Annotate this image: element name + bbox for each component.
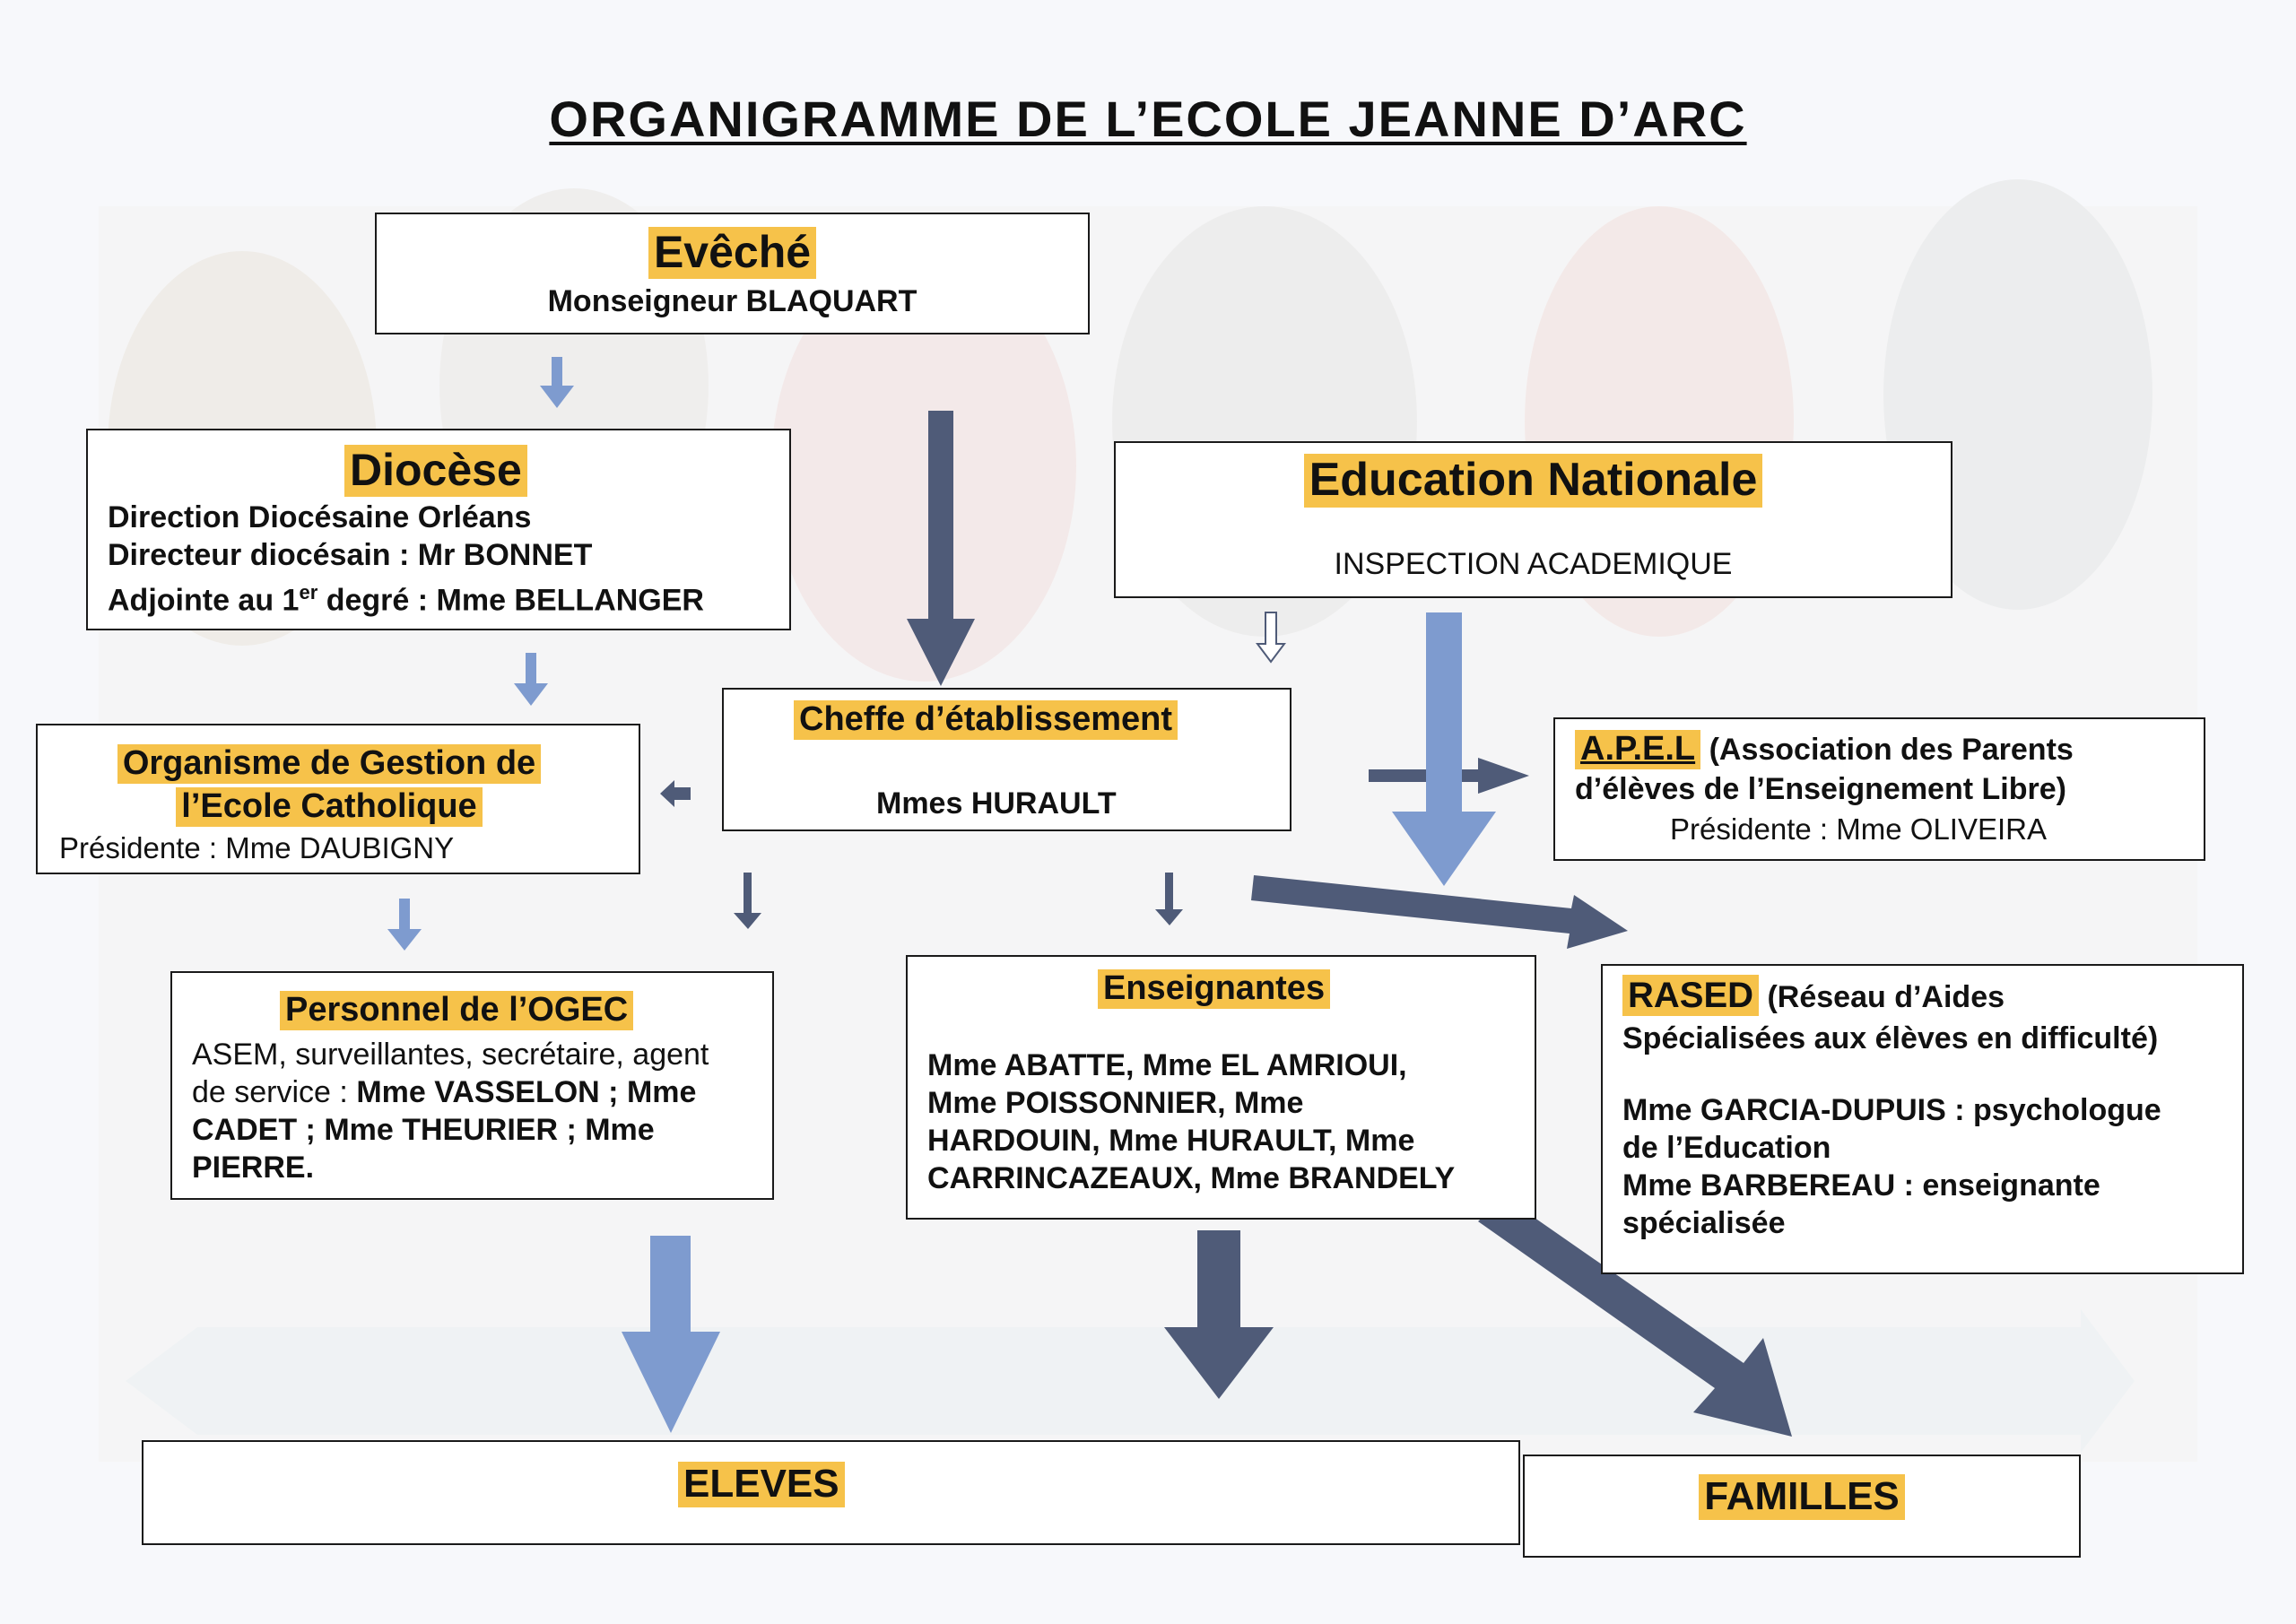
apel-heading: A.P.E.L	[1575, 730, 1701, 769]
box-eveche: Evêché Monseigneur BLAQUART	[375, 213, 1090, 334]
rased-line1: Mme GARCIA-DUPUIS : psychologue	[1622, 1093, 2161, 1127]
box-enseignantes: Enseignantes Mme ABATTE, Mme EL AMRIOUI,…	[906, 955, 1536, 1220]
arrow-education-to-enseignantes	[1155, 873, 1183, 925]
personnel-heading: Personnel de l’OGEC	[280, 991, 634, 1030]
enseignantes-line1: Mme ABATTE, Mme EL AMRIOUI,	[927, 1048, 1407, 1082]
box-familles: FAMILLES	[1523, 1455, 2081, 1558]
ogec-heading-line2: l’Ecole Catholique	[176, 787, 483, 827]
arrow-eveche-to-cheffe	[907, 411, 975, 686]
enseignantes-heading: Enseignantes	[1098, 969, 1331, 1009]
eleves-heading: ELEVES	[678, 1462, 845, 1507]
rased-desc-line1: (Réseau d’Aides	[1759, 980, 2005, 1014]
arrow-enseignantes-to-eleves	[1164, 1230, 1274, 1399]
personnel-line1: ASEM, surveillantes, secrétaire, agent	[192, 1038, 709, 1072]
personnel-line4: PIERRE.	[192, 1151, 315, 1185]
personnel-line3: CADET ; Mme THEURIER ; Mme	[192, 1113, 655, 1147]
box-ogec: Organisme de Gestion de l’Ecole Catholiq…	[36, 724, 640, 874]
apel-desc-line2: d’élèves de l’Enseignement Libre)	[1575, 772, 2066, 806]
rased-heading: RASED	[1622, 975, 1760, 1016]
diocese-heading: Diocèse	[344, 445, 527, 497]
arrow-cheffe-to-personnel	[734, 873, 761, 929]
eveche-heading: Evêché	[648, 227, 817, 279]
apel-desc-line1: (Association des Parents	[1700, 733, 2074, 767]
rased-line4: spécialisée	[1622, 1206, 1786, 1240]
rased-desc-line2: Spécialisées aux élèves en difficulté)	[1622, 1021, 2159, 1055]
page-title: ORGANIGRAMME DE L’ECOLE JEANNE D’ARC	[549, 91, 1747, 147]
arrow-to-rased	[1251, 875, 1628, 949]
rased-line2: de l’Education	[1622, 1131, 1831, 1165]
box-education-nationale: Education Nationale INSPECTION ACADEMIQU…	[1114, 441, 1952, 598]
diocese-line3: Adjointe au 1er degré : Mme BELLANGER	[108, 581, 704, 618]
box-apel: A.P.E.L (Association des Parents d’élève…	[1553, 717, 2205, 861]
arrow-ogec-to-personnel	[387, 899, 422, 951]
diocese-line1: Direction Diocésaine Orléans	[108, 500, 532, 534]
education-heading: Education Nationale	[1303, 454, 1763, 508]
eveche-text: Monseigneur BLAQUART	[547, 284, 918, 318]
arrow-enseignantes-to-familles	[1478, 1197, 1792, 1437]
cheffe-text: Mmes HURAULT	[876, 786, 1117, 821]
apel-president: Présidente : Mme OLIVEIRA	[1670, 812, 2047, 846]
box-eleves: ELEVES	[142, 1440, 1520, 1545]
rased-line3: Mme BARBEREAU : enseignante	[1622, 1168, 2100, 1203]
box-personnel-ogec: Personnel de l’OGEC ASEM, surveillantes,…	[170, 971, 774, 1200]
ogec-president: Présidente : Mme DAUBIGNY	[59, 831, 455, 864]
box-rased: RASED (Réseau d’Aides Spécialisées aux é…	[1601, 964, 2244, 1274]
diocese-line2: Directeur diocésain : Mr BONNET	[108, 538, 593, 572]
enseignantes-line2: Mme POISSONNIER, Mme	[927, 1086, 1304, 1120]
enseignantes-line4: CARRINCAZEAUX, Mme BRANDELY	[927, 1161, 1456, 1195]
arrow-education-down	[1392, 612, 1496, 886]
familles-heading: FAMILLES	[1699, 1474, 1905, 1520]
box-diocese: Diocèse Direction Diocésaine Orléans Dir…	[86, 429, 791, 630]
personnel-line2: de service : Mme VASSELON ; Mme	[192, 1075, 697, 1109]
enseignantes-line3: HARDOUIN, Mme HURAULT, Mme	[927, 1124, 1415, 1158]
arrow-cheffe-to-ogec	[660, 780, 691, 807]
ogec-heading-line1: Organisme de Gestion de	[117, 744, 542, 784]
cheffe-heading: Cheffe d’établissement	[794, 700, 1178, 740]
box-cheffe-etablissement: Cheffe d’établissement Mmes HURAULT	[722, 688, 1292, 831]
arrow-education-to-cheffe-hollow	[1256, 612, 1286, 664]
arrow-diocese-to-ogec	[514, 653, 548, 706]
education-text: INSPECTION ACADEMIQUE	[1334, 547, 1733, 581]
arrow-personnel-to-eleves	[622, 1236, 720, 1433]
arrow-eveche-to-diocese	[540, 357, 574, 408]
